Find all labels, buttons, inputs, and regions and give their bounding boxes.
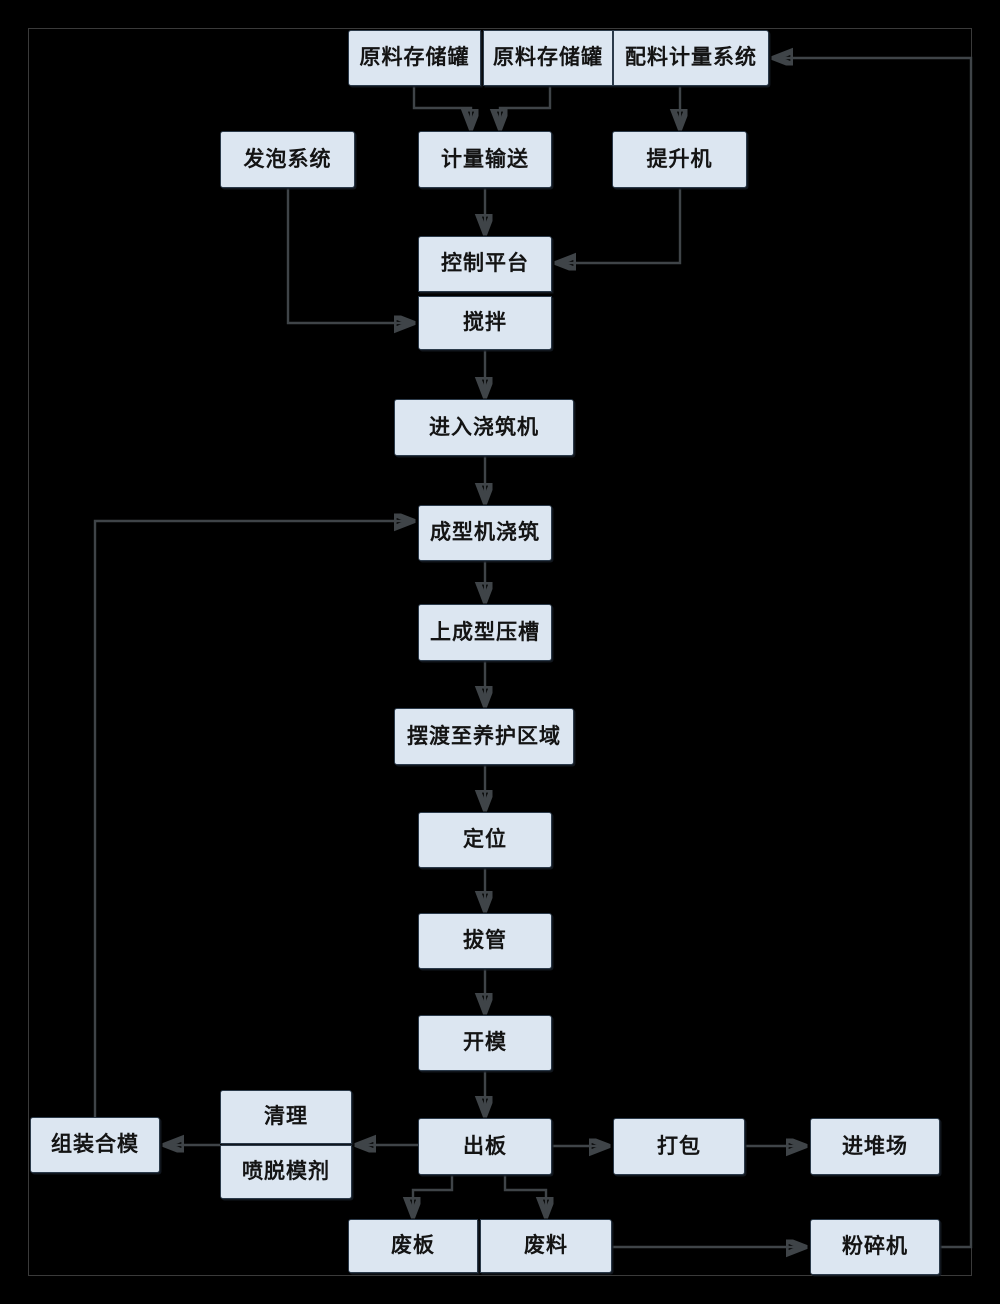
node-mixing[interactable]: 搅拌 (418, 296, 552, 350)
node-board-output[interactable]: 出板 (418, 1118, 552, 1175)
node-batching-metering-system[interactable]: 配料计量系统 (613, 30, 769, 86)
node-enter-stockyard[interactable]: 进堆场 (810, 1118, 940, 1175)
node-raw-material-storage-tank-1[interactable]: 原料存储罐 (348, 30, 481, 86)
node-forming-machine-casting[interactable]: 成型机浇筑 (418, 505, 552, 561)
node-foaming-system[interactable]: 发泡系统 (220, 131, 355, 188)
node-packing[interactable]: 打包 (613, 1118, 745, 1175)
edge-crusher-to-batching-feedback (775, 58, 973, 1249)
edge-assemble-to-former-feedback (93, 521, 412, 1117)
edge-board-out-to-waste-board (413, 1175, 454, 1215)
edge-foaming-to-mixing (286, 188, 412, 323)
node-cleaning[interactable]: 清理 (220, 1090, 352, 1144)
edge-raw-tank-2-to-metering (500, 86, 552, 127)
node-metering-conveying[interactable]: 计量输送 (418, 131, 552, 188)
node-elevator[interactable]: 提升机 (612, 131, 747, 188)
node-crusher[interactable]: 粉碎机 (810, 1219, 940, 1275)
node-pull-tube[interactable]: 拔管 (418, 913, 552, 969)
node-enter-casting-machine[interactable]: 进入浇筑机 (394, 399, 574, 456)
node-waste-material[interactable]: 废料 (480, 1219, 612, 1273)
node-upper-forming-press-groove[interactable]: 上成型压槽 (418, 604, 552, 661)
edge-elevator-to-control (558, 188, 682, 263)
node-control-platform[interactable]: 控制平台 (418, 236, 552, 292)
node-assemble-mold[interactable]: 组装合模 (30, 1117, 160, 1173)
node-raw-material-storage-tank-2[interactable]: 原料存储罐 (483, 30, 613, 86)
node-ferry-to-curing-area[interactable]: 摆渡至养护区域 (394, 708, 574, 765)
edge-board-out-to-waste-material (503, 1175, 546, 1215)
node-open-mold[interactable]: 开模 (418, 1015, 552, 1071)
node-spray-release-agent[interactable]: 喷脱模剂 (220, 1145, 352, 1199)
node-positioning[interactable]: 定位 (418, 812, 552, 868)
node-waste-board[interactable]: 废板 (348, 1219, 478, 1273)
edge-raw-tank-1-to-metering (412, 86, 471, 127)
